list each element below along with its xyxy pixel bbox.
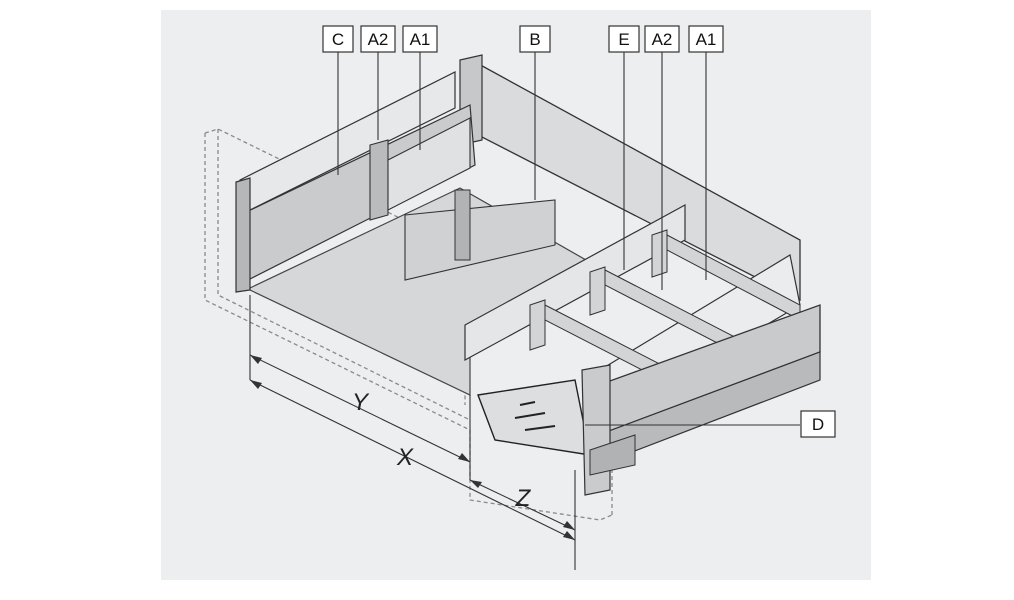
left-divider-a1 — [387, 117, 471, 211]
label-e: E — [618, 30, 629, 49]
label-a2-right: A2 — [652, 30, 673, 49]
label-a2-left: A2 — [368, 30, 389, 49]
left-divider-a2 — [369, 139, 389, 221]
label-b: B — [529, 30, 540, 49]
tray-slots — [514, 401, 556, 431]
dimension-z: Z — [515, 485, 532, 512]
label-a1-left: A1 — [410, 30, 431, 49]
label-d: D — [812, 415, 824, 434]
divider-b — [404, 199, 556, 281]
label-c: C — [332, 30, 344, 49]
dimension-lines — [249, 295, 576, 570]
dimension-arrows — [250, 355, 575, 540]
insert-tray-d — [477, 379, 591, 456]
divider-e — [464, 203, 686, 362]
divider-b-post — [454, 189, 471, 261]
dimension-y: Y — [352, 389, 370, 416]
right-front-post — [581, 364, 611, 496]
label-a1-right: A1 — [696, 30, 717, 49]
front-handle — [589, 434, 636, 476]
leader-lines — [337, 52, 800, 426]
label-boxes — [322, 25, 836, 438]
left-front-post — [235, 177, 251, 293]
dimension-x: X — [396, 444, 414, 471]
